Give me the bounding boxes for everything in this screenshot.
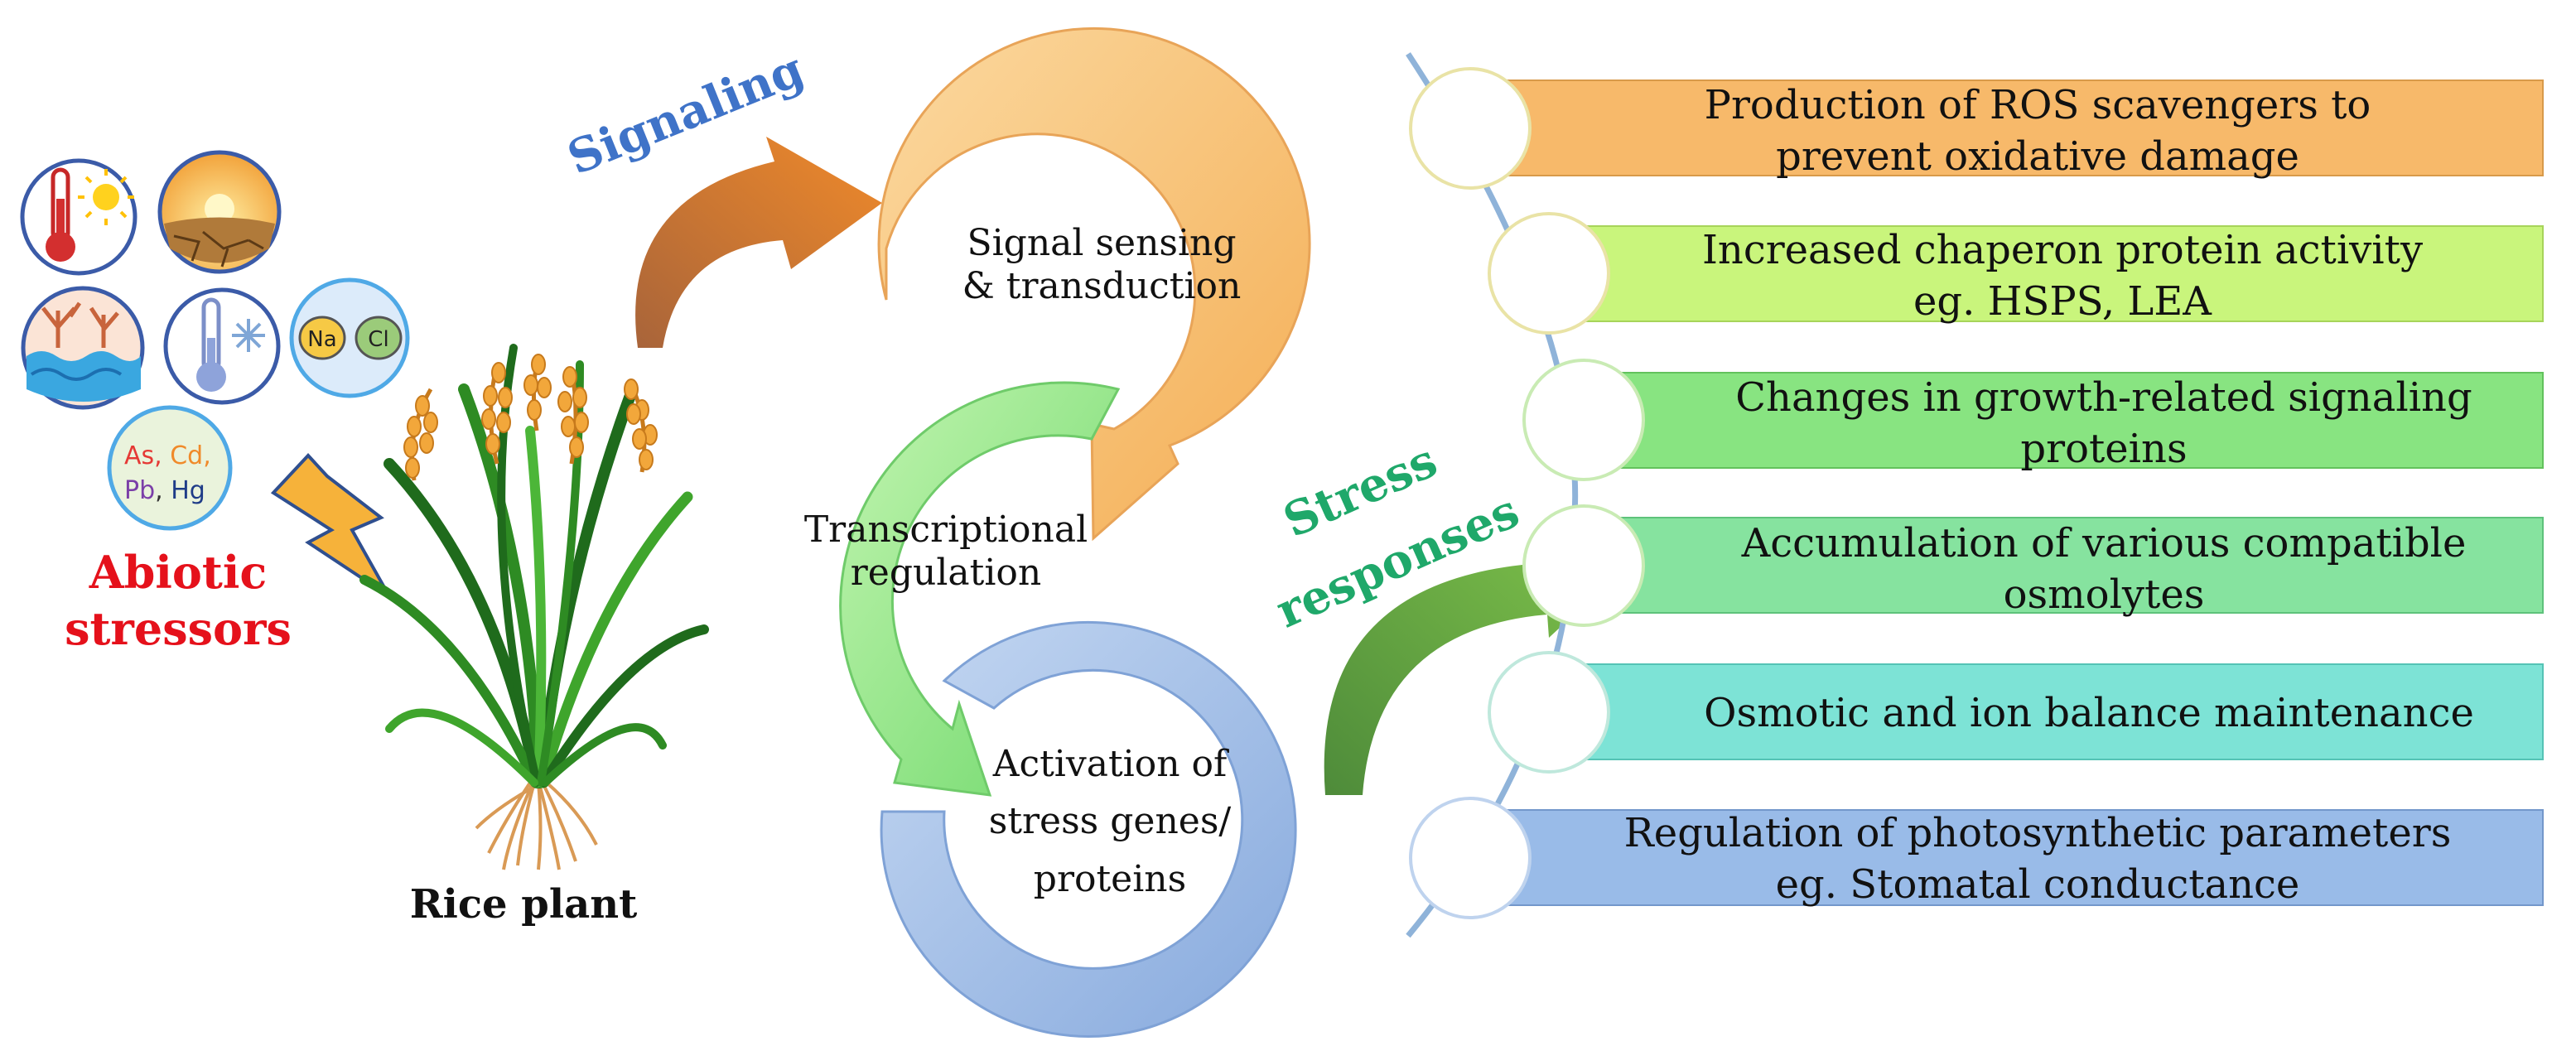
response-item: Production of ROS scavengers to prevent …	[1409, 67, 2544, 190]
response-3-line1: Changes in growth-related signaling	[1735, 374, 2472, 421]
heat-thermometer-sun-icon	[20, 158, 137, 276]
response-3-line2: proteins	[2020, 426, 2187, 472]
lightning-bolt-icon	[270, 453, 391, 598]
flood-icon	[21, 286, 145, 410]
step2-label-line1: Transcriptional	[804, 509, 1088, 551]
abiotic-stressors-label-line2: stressors	[65, 602, 292, 655]
response-bullet-circle	[1522, 359, 1645, 481]
step3-label-line2: stress genes/	[989, 800, 1232, 842]
response-item: Osmotic and ion balance maintenance	[1488, 651, 2544, 774]
response-1-line1: Production of ROS scavengers to	[1705, 82, 2371, 128]
signaling-arrow	[635, 137, 882, 348]
response-6-line1: Regulation of photosynthetic parameters	[1624, 810, 2452, 856]
cycle-arrow-transcriptional-regulation	[839, 381, 1121, 797]
step3-label-line3: proteins	[1034, 858, 1186, 900]
response-4-line2: osmolytes	[2004, 571, 2205, 618]
response-2-line1: Increased chaperon protein activity	[1702, 227, 2423, 273]
cold-thermometer-snowflake-icon	[163, 287, 281, 405]
step1-label-line1: Signal sensing	[967, 222, 1236, 264]
salt-ions-icon: Na Cl	[289, 277, 410, 398]
metal-as-label: As	[124, 441, 154, 470]
response-bullet-circle	[1522, 504, 1645, 627]
response-item: Accumulation of various compatible osmol…	[1522, 504, 2544, 627]
response-1-line2: prevent oxidative damage	[1776, 133, 2299, 180]
response-5-line1: Osmotic and ion balance maintenance	[1704, 690, 2474, 736]
response-4-line1: Accumulation of various compatible	[1741, 520, 2467, 566]
response-item: Increased chaperon protein activity eg. …	[1488, 212, 2544, 335]
cycle-arrow-activation-stress-genes	[880, 620, 1297, 1038]
step2-label-line2: regulation	[851, 552, 1041, 594]
metal-hg-label: Hg	[171, 476, 205, 505]
metal-cd-label: Cd	[170, 441, 203, 470]
response-bullet-circle	[1409, 67, 1532, 190]
cycle-arrow-signal-sensing	[877, 27, 1311, 542]
response-bullet-circle	[1488, 212, 1610, 335]
abiotic-stressors-label-line1: Abiotic	[89, 546, 268, 599]
heavy-metals-icon: As, Cd, Pb, Hg	[107, 405, 233, 531]
svg-text:Pb, Hg: Pb, Hg	[124, 476, 205, 505]
sodium-ion-label: Na	[307, 327, 336, 352]
drought-cracked-earth-icon	[157, 150, 282, 274]
response-item: Regulation of photosynthetic parameters …	[1409, 797, 2544, 919]
step1-label-line2: & transduction	[962, 265, 1242, 307]
response-item: Changes in growth-related signaling prot…	[1522, 359, 2544, 481]
chloride-ion-label: Cl	[368, 327, 388, 352]
rice-plant-label: Rice plant	[410, 881, 638, 928]
metal-pb-label: Pb	[124, 476, 155, 505]
svg-text:As, Cd,: As, Cd,	[124, 441, 211, 470]
response-6-line2: eg. Stomatal conductance	[1776, 861, 2300, 908]
rice-plant-illustration	[359, 344, 709, 870]
step3-label-line1: Activation of	[992, 743, 1229, 785]
response-bullet-circle	[1488, 651, 1610, 774]
response-bullet-circle	[1409, 797, 1532, 919]
response-2-line2: eg. HSPS, LEA	[1913, 278, 2212, 325]
stress-responses-arrow	[1324, 538, 1603, 795]
